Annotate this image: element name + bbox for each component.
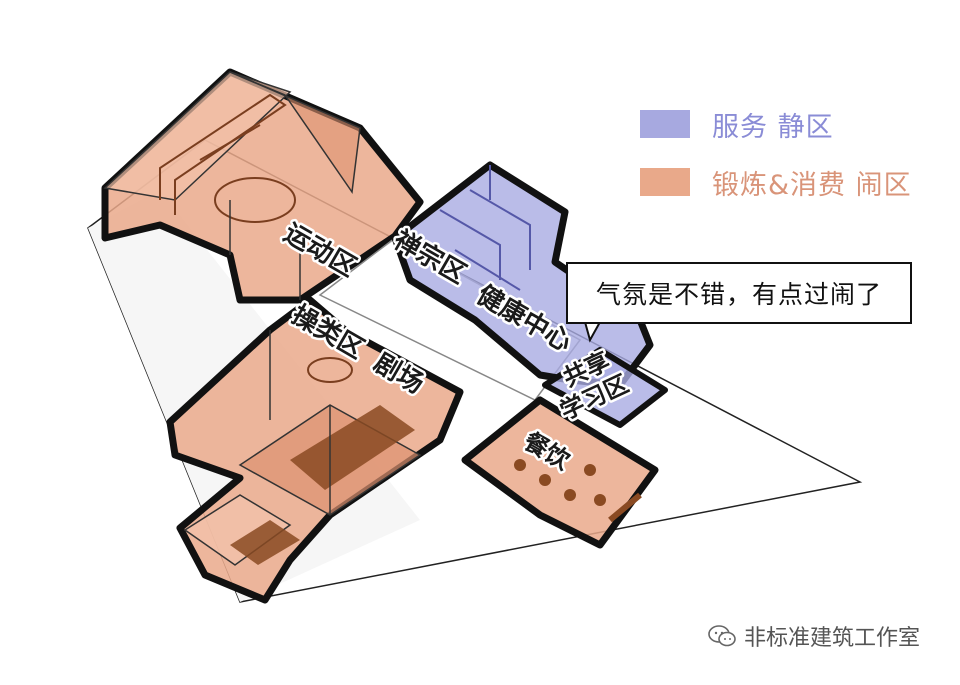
legend-item-quiet: 服务 静区 — [640, 104, 912, 144]
dining-block — [461, 396, 659, 549]
callout-text: 气氛是不错，有点过闹了 — [595, 280, 882, 309]
legend-label-noisy: 锻炼&消费 闹区 — [712, 169, 912, 201]
legend: 服务 静区 锻炼&消费 闹区 — [640, 104, 912, 220]
wechat-icon — [708, 625, 736, 647]
legend-label-quiet: 服务 静区 — [712, 111, 834, 143]
gym-theater-wing — [166, 296, 464, 604]
legend-item-noisy: 锻炼&消费 闹区 — [640, 162, 912, 202]
watermark-text: 非标准建筑工作室 — [744, 626, 921, 651]
sports-wing — [101, 68, 424, 304]
legend-swatch-quiet — [640, 110, 690, 138]
legend-swatch-noisy — [640, 168, 690, 196]
comment-callout: 气氛是不错，有点过闹了 — [566, 262, 912, 324]
watermark: 非标准建筑工作室 — [708, 620, 920, 652]
